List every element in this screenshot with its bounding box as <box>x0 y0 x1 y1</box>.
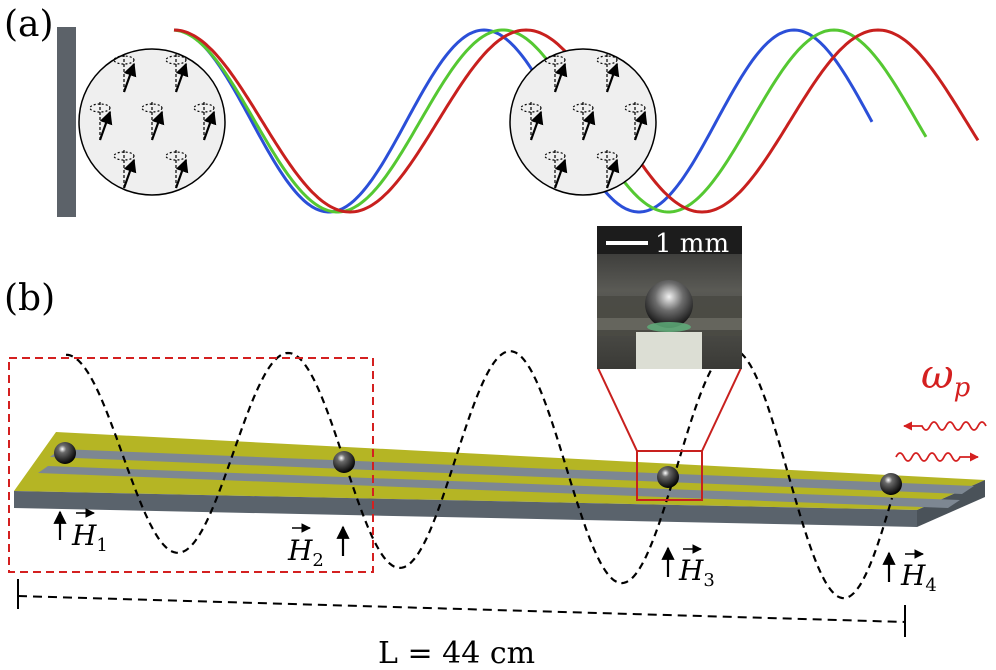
pump-wave-right <box>895 452 979 462</box>
scale-bar-label: 1 mm <box>655 229 729 259</box>
zoom-box <box>636 450 703 501</box>
svg-text:H2: H2 <box>287 534 324 571</box>
svg-text:H3: H3 <box>678 554 715 591</box>
photo-inset: 1 mm <box>597 226 742 369</box>
waveguide-gap-upper <box>50 449 974 494</box>
sphere-1 <box>54 442 76 464</box>
sphere-4 <box>880 473 902 495</box>
pump-wave-left <box>903 421 987 431</box>
length-label: L = 44 cm <box>378 636 535 670</box>
spin-icon <box>544 52 568 93</box>
coplanar-waveguide <box>14 432 985 527</box>
sphere-3 <box>657 466 679 488</box>
field-label-4: H4 <box>900 549 937 596</box>
spin-icon <box>113 148 137 189</box>
zoom-line-left <box>597 367 638 452</box>
spin-icon <box>544 148 568 189</box>
field-label-2: H2 <box>287 523 324 571</box>
waveguide-side-face <box>14 491 917 527</box>
spin-icon <box>624 100 648 141</box>
spin-ensemble-circle-middle <box>509 48 657 196</box>
dashed-wave-b <box>65 348 894 600</box>
svg-text:H4: H4 <box>900 559 937 596</box>
pump-frequency-label: ωp <box>921 352 971 403</box>
spin-icon <box>193 100 217 141</box>
field-label-3: H3 <box>678 544 715 591</box>
sphere-2 <box>333 451 355 473</box>
svg-text:H1: H1 <box>71 519 108 556</box>
spin-icon <box>165 148 189 189</box>
mirror-wall <box>57 27 76 217</box>
spin-icon <box>141 100 165 141</box>
wave-blue <box>173 28 874 214</box>
zoom-line-right <box>701 367 742 452</box>
length-dimension-line <box>17 595 906 623</box>
spin-icon <box>596 148 620 189</box>
spin-icon <box>572 100 596 141</box>
panel-b-label: (b) <box>4 278 55 319</box>
field-label-1: H1 <box>71 508 108 556</box>
scale-bar <box>606 241 648 245</box>
spin-icon <box>596 52 620 93</box>
inset-pedestal <box>636 332 702 369</box>
panel-a-label: (a) <box>4 4 54 45</box>
inset-sphere <box>645 280 693 328</box>
spin-icon <box>89 100 113 141</box>
highlight-box-dashed <box>8 357 374 573</box>
spin-icon <box>520 100 544 141</box>
spin-icon <box>113 52 137 93</box>
waveguide-gap-lower <box>38 466 960 508</box>
spin-ensemble-circle-left <box>78 48 226 196</box>
spin-icon <box>165 52 189 93</box>
